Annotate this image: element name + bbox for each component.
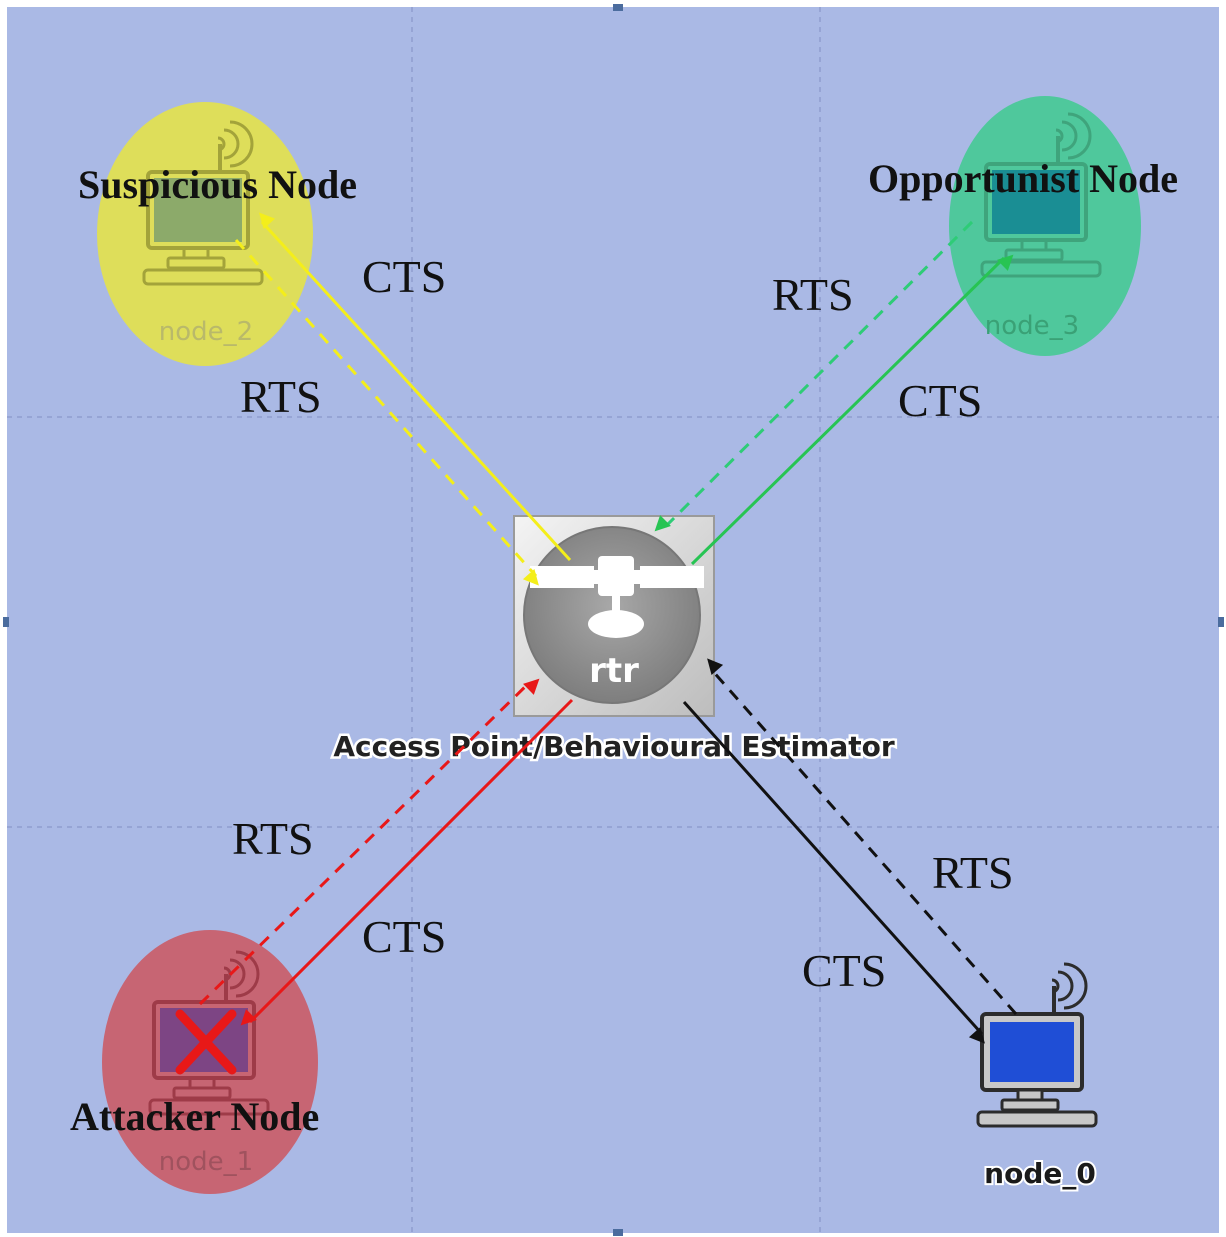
edge-handles [3, 4, 1224, 1236]
node-1-role-label: Attacker Node [70, 1094, 319, 1139]
node-2-id-label: node_2 [159, 317, 253, 347]
node-2-role-label: Suspicious Node [78, 162, 357, 207]
node-0-computer-icon[interactable] [976, 962, 1098, 1128]
node-3-role-label: Opportunist Node [868, 156, 1178, 201]
grid [7, 7, 1219, 1233]
router-badge: rtr [589, 651, 639, 691]
links [198, 212, 1018, 1044]
link-node-1-cts-label: CTS [362, 911, 446, 962]
link-node-2-cts-label: CTS [362, 251, 446, 302]
link-node-0-rts-label: RTS [932, 847, 1014, 898]
node-3-id-label: node_3 [985, 311, 1079, 341]
link-node-2-rts-label: RTS [240, 371, 322, 422]
link-node-0-cts-arrow [682, 700, 985, 1044]
link-node-3-cts-label: CTS [898, 375, 982, 426]
node-2-computer-icon[interactable] [142, 120, 264, 286]
link-node-1-rts-label: RTS [232, 813, 314, 864]
link-node-3-rts-arrow [654, 220, 974, 532]
node-0-id-label: node_0 [984, 1157, 1096, 1190]
link-node-0-rts-arrow [707, 658, 1018, 1015]
router-label: Access Point/Behavioural Estimator [333, 730, 895, 763]
satellite-icon [530, 556, 704, 638]
node-1-id-label: node_1 [159, 1147, 253, 1177]
attacker-cross-icon [175, 1009, 237, 1075]
link-node-2-cts-arrow [258, 212, 572, 562]
link-node-0-cts-label: CTS [802, 945, 886, 996]
link-node-1-cts-arrow [240, 698, 574, 1026]
node-3-computer-icon[interactable] [980, 112, 1102, 278]
link-node-3-cts-arrow [690, 254, 1014, 566]
link-node-1-rts-arrow [198, 678, 540, 1006]
link-node-3-rts-label: RTS [772, 269, 854, 320]
access-point-router-icon[interactable]: rtr [513, 515, 715, 717]
